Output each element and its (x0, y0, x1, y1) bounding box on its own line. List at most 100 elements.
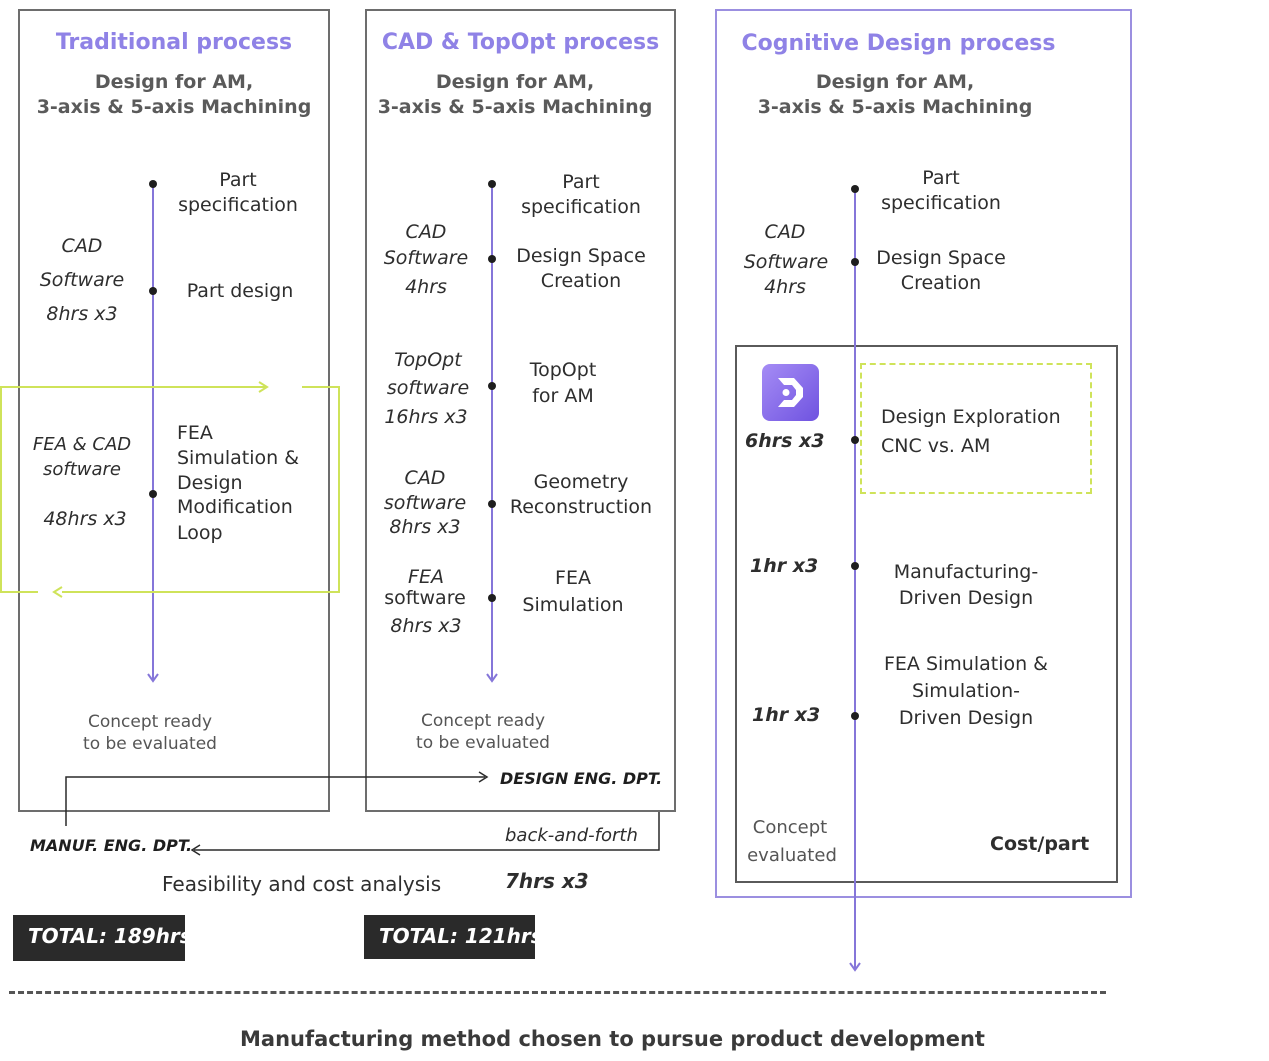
topopt-concept-1: Concept ready (420, 711, 546, 731)
topopt-tool-top-1: TopOpt (394, 349, 462, 371)
traditional-concept-2: to be evaluated (83, 734, 217, 754)
topopt-step-fea-2: Simulation (522, 594, 624, 616)
cognitive-step-dsc-2: Creation (900, 272, 982, 294)
topopt-step-spec-1: Part (562, 171, 600, 193)
department-flow-arrows (65, 771, 660, 856)
topopt-subtitle-2: 3-axis & 5-axis Machining (377, 96, 653, 118)
cognitive-tool-logo-time: 6hrs x3 (745, 430, 825, 452)
feasibility-time: 7hrs x3 (505, 869, 589, 893)
traditional-step-fea-4: Modification (177, 496, 293, 518)
cognitive-step-fea-2: Simulation- (911, 680, 1021, 702)
traditional-tool-fea-1: FEA & CAD (32, 434, 132, 455)
traditional-subtitle-1: Design for AM, (94, 71, 254, 93)
cognitive-subtitle-1: Design for AM, (815, 71, 975, 93)
topopt-tool-fea-1: FEA (408, 566, 444, 588)
topopt-tool-top-2: software (386, 377, 470, 399)
cognitive-step-dsc-1: Design Space (876, 247, 1006, 269)
topopt-step-spec-2: specification (521, 196, 641, 218)
cognitive-timeline (854, 188, 856, 968)
cognitive-tool-cad-1: CAD (764, 221, 806, 243)
topopt-step-geo-2: Reconstruction (509, 496, 653, 518)
topopt-tool-cad-3: 4hrs (405, 276, 447, 298)
topopt-timeline (491, 183, 493, 679)
traditional-step-fea-1: FEA (177, 422, 213, 444)
cognitive-step-mdd-2: Driven Design (898, 587, 1034, 609)
feasibility-label: Feasibility and cost analysis (162, 872, 442, 896)
topopt-tool-cad2-2: software (383, 492, 467, 514)
traditional-step-fea-3: Design (177, 472, 243, 494)
traditional-step-design: Part design (186, 280, 294, 302)
topopt-step-topopt-1: TopOpt (529, 359, 597, 381)
traditional-timeline (152, 183, 154, 679)
cognitive-concept-2: evaluated (747, 845, 837, 866)
cognitive-title: Cognitive Design process (741, 31, 1056, 56)
topopt-subtitle-1: Design for AM, (435, 71, 595, 93)
traditional-panel (18, 9, 330, 812)
cognitive-timeline-arrow (849, 962, 861, 972)
cognitive-step-fea-3: Driven Design (898, 707, 1034, 729)
traditional-tool-cad-1: CAD (61, 235, 103, 257)
cognitive-inner-box (735, 345, 1118, 883)
topopt-step-geo-1: Geometry (533, 471, 629, 493)
cognitive-tool-cad-3: 4hrs (764, 276, 806, 298)
traditional-tool-cad-3: 8hrs x3 (46, 303, 118, 325)
cognitive-step-mdd-1: Manufacturing- (893, 561, 1039, 583)
topopt-title: CAD & TopOpt process (381, 30, 660, 55)
cognitive-step-fea-1: FEA Simulation & (883, 653, 1049, 675)
traditional-step-spec-2: specification (178, 194, 298, 216)
traditional-title: Traditional process (55, 30, 293, 55)
footer-divider (9, 991, 1106, 994)
back-and-forth-label: back-and-forth (505, 825, 638, 846)
cognitive-dot-mdd (851, 562, 859, 570)
design-dept-label: DESIGN ENG. DPT. (500, 769, 663, 788)
traditional-timeline-arrow (147, 673, 159, 683)
cognitive-dot-explore (851, 436, 859, 444)
topopt-tool-cad-2: Software (383, 247, 469, 269)
traditional-tool-fea-2: software (42, 459, 121, 480)
topopt-tool-cad2-1: CAD (404, 467, 446, 489)
cognitive-panel (715, 9, 1132, 898)
traditional-tool-fea-3: 48hrs x3 (43, 508, 127, 530)
cognitive-tool-cad-2: Software (743, 251, 829, 273)
cognitive-concept-1: Concept (752, 817, 828, 838)
cognitive-tool-mdd-time: 1hr x3 (750, 555, 819, 577)
traditional-step-fea-2: Simulation & (177, 447, 300, 469)
cognitive-step-explore-1: Design Exploration (881, 406, 1061, 428)
fea-loop-highlight (0, 381, 340, 598)
topopt-tool-cad-1: CAD (405, 221, 447, 243)
traditional-step-fea-5: Loop (177, 522, 223, 544)
traditional-dot-design (149, 287, 157, 295)
traditional-concept-1: Concept ready (87, 712, 213, 732)
topopt-dot-fea (488, 594, 496, 602)
topopt-concept-2: to be evaluated (416, 733, 550, 753)
traditional-dot-fea (149, 490, 157, 498)
cognitive-subtitle-2: 3-axis & 5-axis Machining (757, 96, 1033, 118)
topopt-panel (365, 9, 676, 812)
footer-text: Manufacturing method chosen to pursue pr… (240, 1027, 985, 1051)
topopt-tool-fea-3: 8hrs x3 (390, 615, 462, 637)
topopt-tool-fea-2: software (384, 587, 466, 609)
traditional-subtitle-2: 3-axis & 5-axis Machining (36, 96, 312, 118)
traditional-dot-spec (149, 180, 157, 188)
cognitive-design-logo (762, 364, 819, 421)
cognitive-step-explore-2: CNC vs. AM (881, 435, 991, 457)
topopt-step-dsc-2: Creation (540, 270, 622, 292)
traditional-total-badge: TOTAL: 189hrs (13, 915, 192, 961)
topopt-step-fea-1: FEA (555, 567, 591, 589)
manuf-dept-label: MANUF. ENG. DPT. (30, 836, 193, 855)
traditional-tool-cad-2: Software (39, 269, 125, 291)
cognitive-dot-dsc (851, 258, 859, 266)
topopt-step-dsc-1: Design Space (516, 245, 646, 267)
topopt-total-badge: TOTAL: 121hrs (364, 915, 543, 959)
traditional-step-spec-1: Part (219, 169, 257, 191)
cognitive-step-spec-1: Part (922, 167, 960, 189)
topopt-dot-dsc (488, 255, 496, 263)
topopt-tool-top-3: 16hrs x3 (384, 406, 468, 428)
cognitive-tool-fea-time: 1hr x3 (752, 704, 821, 726)
topopt-timeline-arrow (486, 673, 498, 683)
cognitive-dot-spec (851, 185, 859, 193)
topopt-dot-spec (488, 180, 496, 188)
topopt-step-topopt-2: for AM (532, 385, 594, 407)
cognitive-step-spec-2: specification (881, 192, 1001, 214)
cognitive-dot-fea (851, 712, 859, 720)
